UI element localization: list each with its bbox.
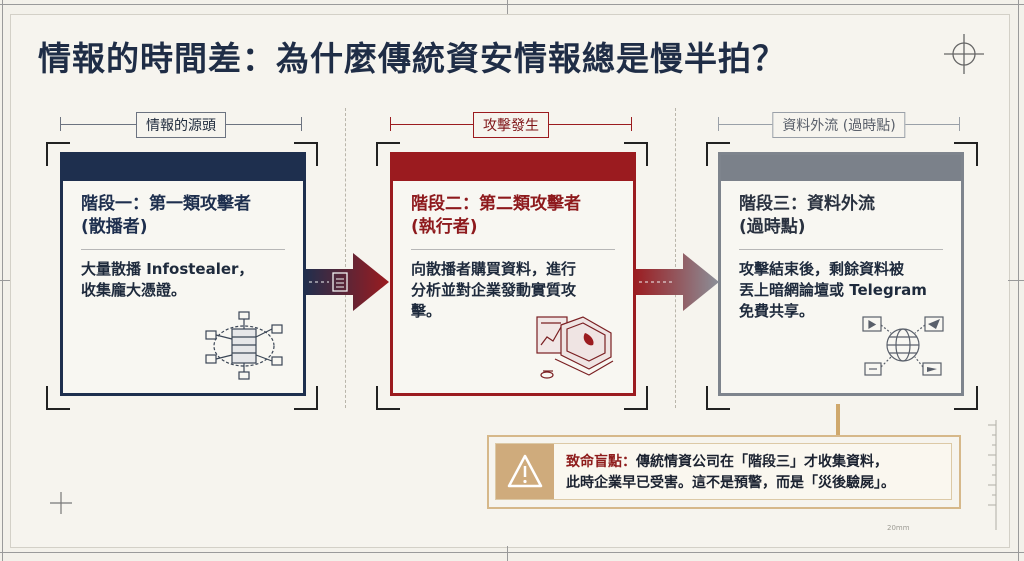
card-body: 攻擊結束後，剩餘資料被 丟上暗網論壇或 Telegram 免費共享。 <box>739 259 943 322</box>
warning-line-1-text: 傳統情資公司在「階段三」才收集資料， <box>636 454 888 470</box>
card-heading-line: (散播者) <box>81 217 148 237</box>
corner-bracket <box>706 142 730 166</box>
card-body-line: 收集龐大憑證。 <box>81 281 187 299</box>
warning-text: 致命盲點：傳統情資公司在「階段三」才收集資料， 此時企業早已受害。這不是預警，而… <box>566 452 895 494</box>
card-body-line: 攻擊結束後，剩餘資料被 <box>739 260 905 278</box>
stage-card-3: 階段三：資料外流 (過時點) 攻擊結束後，剩餘資料被 丟上暗網論壇或 Teleg… <box>718 152 964 396</box>
flow-arrow-right-icon <box>633 253 719 311</box>
phase-label-attack: 攻擊發生 <box>390 112 632 138</box>
crop-mark-right-mid <box>1008 280 1024 281</box>
column-separator <box>675 108 676 408</box>
crop-mark-left-mid <box>0 280 10 281</box>
corner-bracket <box>624 386 648 410</box>
globe-share-icon <box>862 316 944 376</box>
warning-callout: 致命盲點：傳統情資公司在「階段三」才收集資料， 此時企業早已受害。這不是預警，而… <box>487 435 961 509</box>
card-body-line: 免費共享。 <box>739 302 815 320</box>
warning-triangle-icon <box>507 454 543 488</box>
warning-key: 致命盲點： <box>566 454 636 470</box>
card-body-line: 分析並對企業發動實質攻 <box>411 281 577 299</box>
card-header-bar <box>721 155 961 181</box>
card-heading-line: 階段二：第二類攻擊者 <box>411 194 581 214</box>
column-separator <box>345 108 346 408</box>
stage-card-1: 階段一：第一類攻擊者 (散播者) 大量散播 Infostealer， 收集龐大憑… <box>60 152 306 396</box>
card-heading: 階段二：第二類攻擊者 (執行者) <box>411 193 615 239</box>
phase-label-leak: 資料外流 (過時點) <box>718 112 960 138</box>
card-heading-line: (執行者) <box>411 217 478 237</box>
warning-line-2: 此時企業早已受害。這不是預警，而是「災後驗屍」。 <box>566 475 895 491</box>
card-heading-line: 階段三：資料外流 <box>739 194 875 214</box>
stage-card-2: 階段二：第二類攻擊者 (執行者) 向散播者購買資料，進行 分析並對企業發動實質攻… <box>390 152 636 396</box>
card-divider <box>81 249 285 250</box>
warning-line-1: 致命盲點：傳統情資公司在「階段三」才收集資料， <box>566 452 895 473</box>
scale-label: 20mm <box>887 524 910 532</box>
corner-bracket <box>706 386 730 410</box>
flow-arrow-right-icon <box>303 253 389 311</box>
card-heading-line: (過時點) <box>739 217 806 237</box>
corner-bracket <box>624 142 648 166</box>
corner-bracket <box>376 142 400 166</box>
server-network-icon <box>205 311 283 380</box>
card-header-bar <box>393 155 633 181</box>
card-body-line: 擊。 <box>411 302 442 320</box>
page-title: 情報的時間差：為什麼傳統資安情報總是慢半拍？ <box>38 39 786 78</box>
registration-plus-icon <box>50 492 72 514</box>
phase-label-text: 資料外流 (過時點) <box>772 112 906 138</box>
card-body-line: 大量散播 Infostealer， <box>81 260 254 278</box>
card-divider <box>739 249 943 250</box>
corner-bracket <box>954 386 978 410</box>
card-heading-line: 階段一：第一類攻擊者 <box>81 194 251 214</box>
card-heading: 階段一：第一類攻擊者 (散播者) <box>81 193 285 239</box>
crop-mark-bottom-center <box>507 546 508 561</box>
phase-label-text: 情報的源頭 <box>136 112 226 138</box>
corner-bracket <box>46 142 70 166</box>
crosshair-icon <box>944 34 984 74</box>
card-body-line: 向散播者購買資料，進行 <box>411 260 577 278</box>
corner-bracket <box>294 386 318 410</box>
warning-inner: 致命盲點：傳統情資公司在「階段三」才收集資料， 此時企業早已受害。這不是預警，而… <box>495 443 952 500</box>
warning-connector <box>836 404 840 436</box>
crop-mark-bottom <box>0 552 1024 553</box>
crop-mark-top <box>0 4 1024 5</box>
card-body-line: 丟上暗網論壇或 Telegram <box>739 281 927 299</box>
ruler-decoration <box>988 420 997 530</box>
card-divider <box>411 249 615 250</box>
card-body: 大量散播 Infostealer， 收集龐大憑證。 <box>81 259 285 301</box>
card-header-bar <box>63 155 303 181</box>
warning-icon-panel <box>496 444 554 499</box>
corner-bracket <box>954 142 978 166</box>
phase-label-source: 情報的源頭 <box>60 112 302 138</box>
laptop-attack-icon <box>536 316 614 379</box>
crop-mark-top-center <box>507 0 508 14</box>
phase-label-text: 攻擊發生 <box>473 112 549 138</box>
card-body: 向散播者購買資料，進行 分析並對企業發動實質攻 擊。 <box>411 259 615 322</box>
corner-bracket <box>46 386 70 410</box>
corner-bracket <box>294 142 318 166</box>
corner-bracket <box>376 386 400 410</box>
card-heading: 階段三：資料外流 (過時點) <box>739 193 943 239</box>
